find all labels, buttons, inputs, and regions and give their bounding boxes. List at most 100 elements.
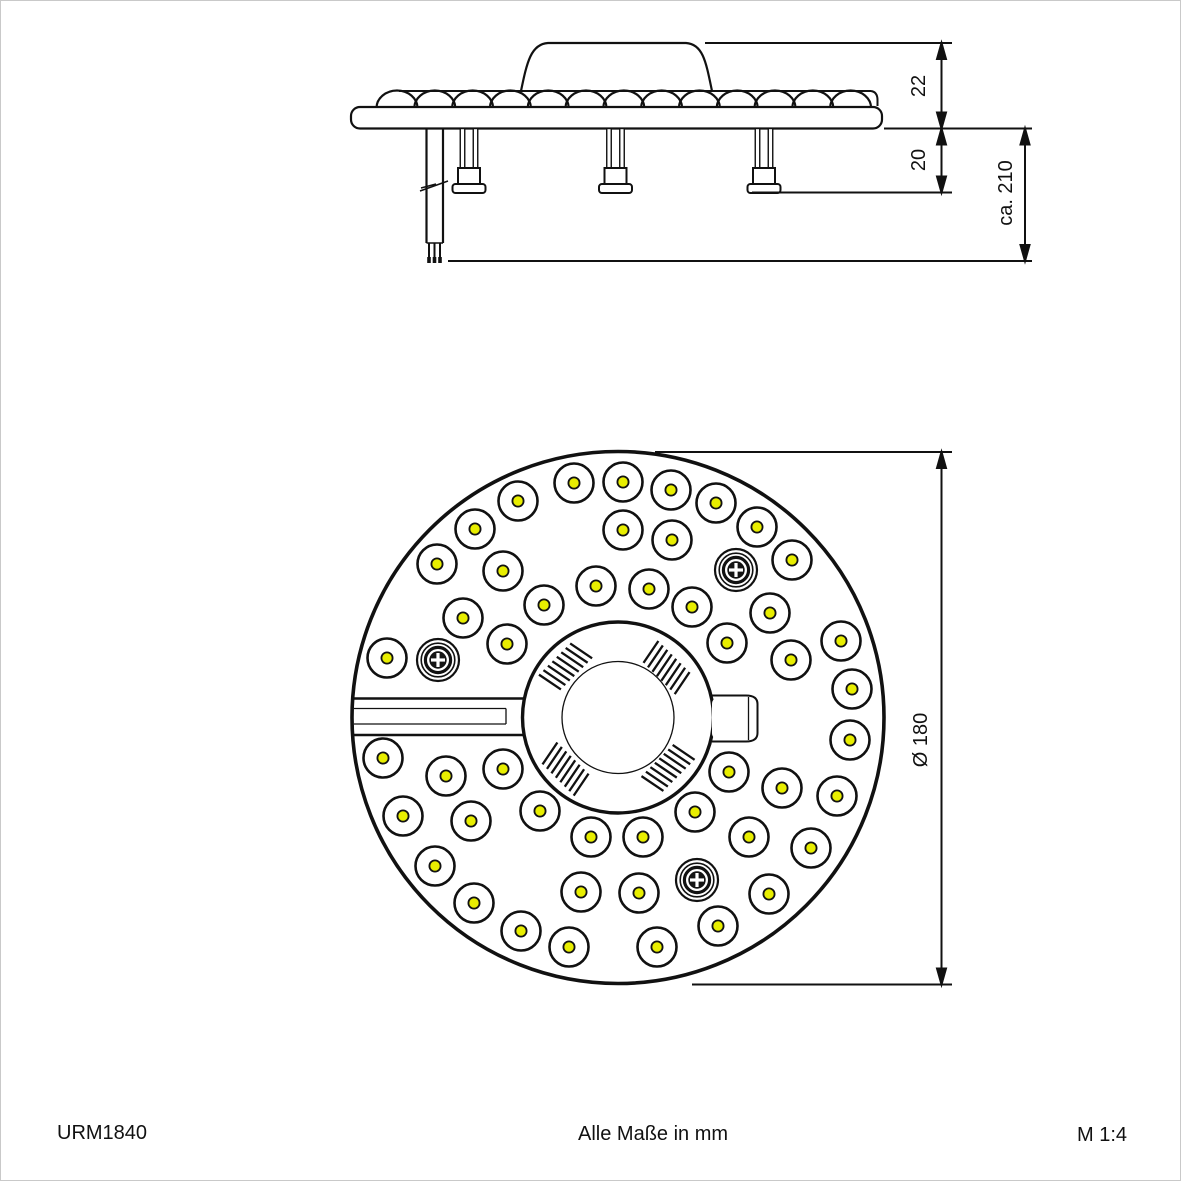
led xyxy=(450,800,492,842)
led xyxy=(651,519,693,561)
dim-label-ca210: ca. 210 xyxy=(995,160,1017,226)
mounting-standoffs xyxy=(451,127,782,194)
led xyxy=(523,584,565,626)
led xyxy=(500,910,542,952)
led xyxy=(761,767,803,809)
led xyxy=(708,751,750,793)
arrow-up-icon xyxy=(935,124,948,146)
lens-arc xyxy=(451,89,495,109)
led xyxy=(695,482,737,524)
led xyxy=(482,748,524,790)
led xyxy=(674,791,716,833)
top-view-dimensions xyxy=(655,448,952,989)
lens-arc xyxy=(829,89,873,109)
led xyxy=(749,592,791,634)
lens-plate-right-step xyxy=(870,90,879,106)
hub-inner-circle xyxy=(561,660,675,775)
top-view xyxy=(350,449,886,986)
led xyxy=(650,469,692,511)
led xyxy=(771,539,813,581)
led xyxy=(482,550,524,592)
dim-label-22: 22 xyxy=(908,74,930,98)
cable xyxy=(419,128,449,263)
led xyxy=(820,620,862,662)
connector-tab xyxy=(712,694,759,743)
led xyxy=(748,873,790,915)
arrow-down-icon xyxy=(935,967,948,989)
led xyxy=(497,480,539,522)
led xyxy=(425,755,467,797)
hub-outer-circle xyxy=(520,620,716,815)
arrow-down-icon xyxy=(1019,244,1031,265)
spring-terminal xyxy=(541,741,590,797)
led xyxy=(414,845,456,887)
cable-channel xyxy=(354,697,524,737)
lens-arc xyxy=(375,89,419,109)
led-array xyxy=(362,461,873,968)
led xyxy=(382,795,424,837)
dim-label-20: 20 xyxy=(908,148,930,172)
sensor-dome xyxy=(519,41,714,92)
led xyxy=(728,816,770,858)
screw xyxy=(415,637,461,683)
arrow-up-icon xyxy=(935,448,948,469)
board-outline xyxy=(349,105,884,130)
led xyxy=(831,668,873,710)
standoff xyxy=(746,127,782,194)
lens-arc xyxy=(791,89,835,109)
led xyxy=(622,816,664,858)
dim-label-diameter: Ø 180 xyxy=(910,712,932,768)
spring-terminal xyxy=(642,640,691,695)
cable-wire-ends xyxy=(427,243,442,263)
lens-arc xyxy=(564,89,608,109)
led xyxy=(519,790,561,832)
led xyxy=(816,775,858,817)
lens-arc xyxy=(753,89,797,109)
lens-arc xyxy=(715,89,759,109)
led xyxy=(453,882,495,924)
spring-terminals xyxy=(538,640,696,797)
lens-scallops xyxy=(375,89,873,109)
cable-break-mark xyxy=(419,180,449,192)
led xyxy=(560,871,602,913)
lens-arc xyxy=(413,89,457,109)
side-view-dimensions xyxy=(448,39,1032,265)
mounting-screws xyxy=(415,547,759,903)
led xyxy=(548,926,590,968)
led xyxy=(442,597,484,639)
led xyxy=(736,506,778,548)
led xyxy=(706,622,748,664)
dimensions-note: Alle Maße in mm xyxy=(578,1123,729,1145)
arrow-up-icon xyxy=(1019,124,1031,146)
led xyxy=(454,508,496,550)
lens-arc xyxy=(602,89,646,109)
led xyxy=(366,637,408,679)
screw xyxy=(674,857,720,903)
lens-arc xyxy=(488,89,532,109)
standoff xyxy=(451,127,487,194)
screw xyxy=(713,547,759,593)
led xyxy=(790,827,832,869)
lens-arc xyxy=(677,89,721,109)
spring-terminal xyxy=(640,743,696,792)
spring-terminal xyxy=(538,642,593,691)
lens-arc xyxy=(640,89,684,109)
led xyxy=(570,816,612,858)
arrow-up-icon xyxy=(935,39,948,60)
led xyxy=(486,623,528,665)
led xyxy=(697,905,739,947)
part-number: URM1840 xyxy=(57,1122,148,1144)
led xyxy=(602,509,644,551)
led xyxy=(416,543,458,585)
drawing-scale: M 1:4 xyxy=(1077,1124,1128,1146)
led xyxy=(362,737,404,779)
led xyxy=(602,461,644,503)
standoff xyxy=(598,127,633,194)
led xyxy=(829,719,871,761)
side-view xyxy=(349,41,884,263)
led xyxy=(618,872,660,914)
arrow-down-icon xyxy=(935,111,948,133)
led xyxy=(553,462,595,504)
